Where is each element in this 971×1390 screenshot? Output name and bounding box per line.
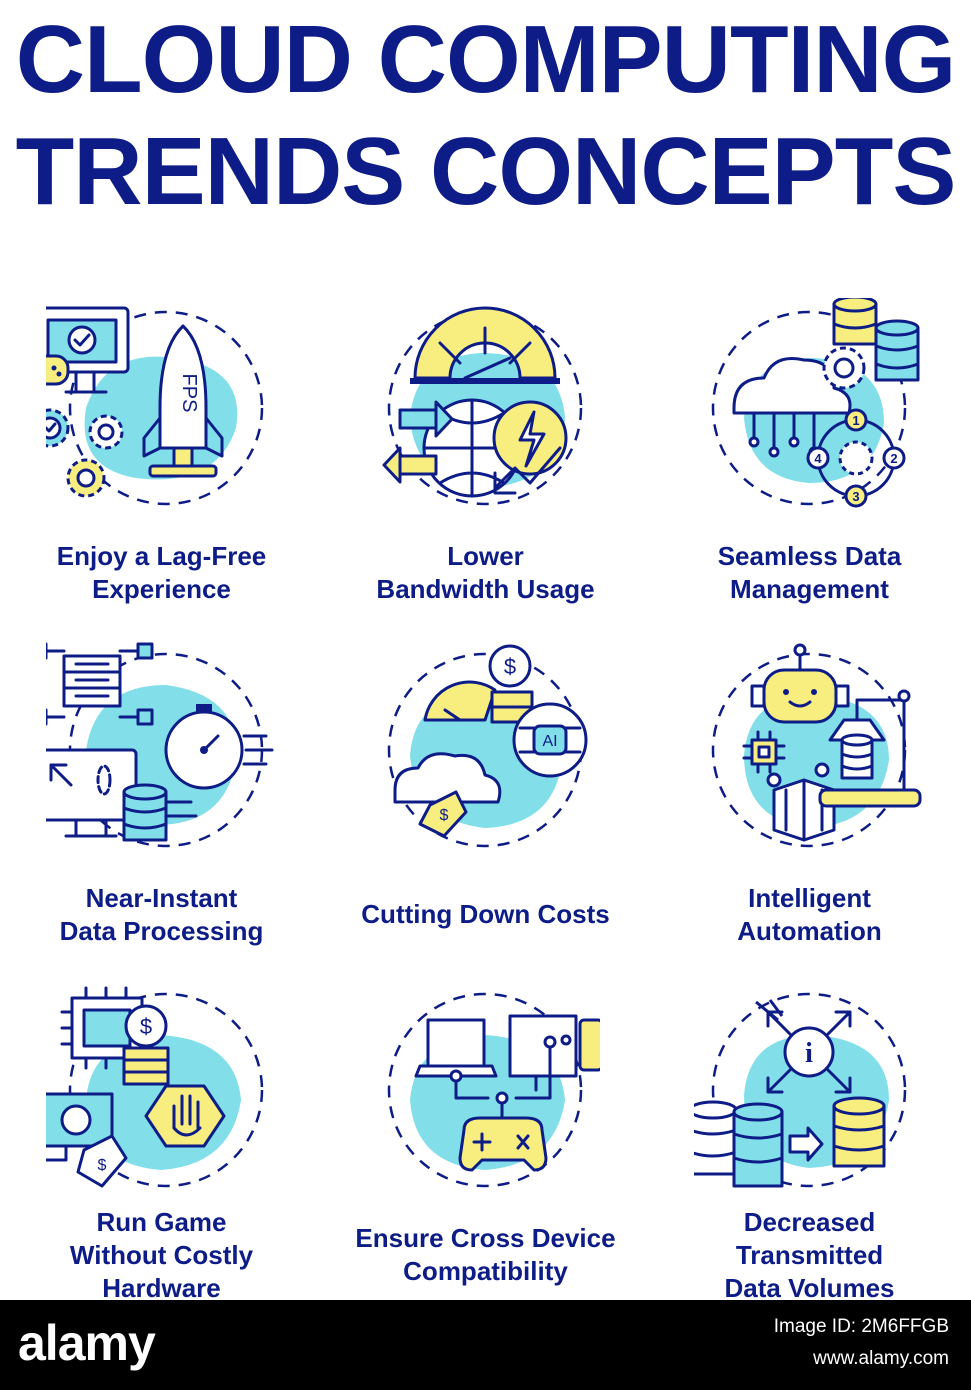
- data-volume-icon: i: [694, 992, 907, 1188]
- caption-line: Experience: [92, 574, 231, 604]
- concept-game-hardware: $ $ Run Game Without Costly Hardware: [0, 980, 323, 1303]
- caption-line: Data Volumes: [724, 1273, 895, 1303]
- concept-caption: Ensure Cross Device Compatibility: [324, 1222, 647, 1288]
- caption-line: Without Costly: [69, 1240, 254, 1270]
- coin-label: $: [140, 1014, 152, 1039]
- data-processing-icon: [46, 642, 274, 848]
- caption-line: Lower: [447, 541, 524, 571]
- rocket-label: FPS: [178, 374, 200, 413]
- concept-caption: Enjoy a Lag-Free Experience: [0, 540, 323, 606]
- caption-line: Decreased: [743, 1207, 876, 1237]
- ai-chip-label: AI: [542, 733, 557, 750]
- caption-line: Hardware: [102, 1273, 221, 1303]
- caption-line: Near-Instant: [85, 883, 238, 913]
- bandwidth-gauge-icon: [382, 306, 583, 506]
- cost-cutting-icon: $ AI $: [387, 644, 588, 848]
- brand-logo: alamy: [18, 1315, 156, 1371]
- concept-automation: Intelligent Automation: [648, 640, 971, 950]
- price-tag-label: $: [98, 1157, 107, 1174]
- caption-line: Enjoy a Lag-Free: [56, 541, 267, 571]
- price-tag-label: $: [440, 807, 449, 824]
- coin-label: $: [504, 654, 516, 679]
- info-label: i: [805, 1038, 813, 1069]
- caption-line: Compatibility: [403, 1256, 568, 1286]
- concept-data-management: 1 2 3 4 Seamless Data Management: [648, 298, 971, 608]
- concept-caption: Intelligent Automation: [648, 882, 971, 948]
- lag-free-gaming-icon: FPS: [46, 306, 264, 506]
- title-line-1: CLOUD COMPUTING: [15, 6, 957, 113]
- concept-data-volume: i Decreased Transmitted Data Volumes: [648, 980, 971, 1303]
- page-title: CLOUD COMPUTING TRENDS CONCEPTS: [0, 0, 971, 228]
- caption-line: Intelligent: [748, 883, 871, 913]
- caption-line: Run Game: [96, 1207, 227, 1237]
- step-label: 3: [852, 489, 859, 504]
- concept-caption: Cutting Down Costs: [324, 898, 647, 931]
- caption-line: Data Processing: [59, 916, 264, 946]
- concept-caption: Decreased Transmitted Data Volumes: [648, 1206, 971, 1305]
- caption-line: Automation: [737, 916, 882, 946]
- concept-cutting-costs: $ AI $ Cutting Down Costs: [324, 640, 647, 950]
- caption-line: Transmitted: [735, 1240, 884, 1270]
- step-label: 4: [814, 451, 822, 466]
- stock-url: www.alamy.com: [813, 1348, 949, 1369]
- data-management-icon: 1 2 3 4: [711, 298, 920, 508]
- title-line-2: TRENDS CONCEPTS: [15, 118, 957, 225]
- concept-bandwidth: Lower Bandwidth Usage: [324, 298, 647, 608]
- concept-data-processing: Near-Instant Data Processing: [0, 640, 323, 950]
- concept-lag-free: FPS Enjoy a Lag-Free Experience: [0, 298, 323, 608]
- concept-caption: Run Game Without Costly Hardware: [0, 1206, 323, 1305]
- concept-caption: Seamless Data Management: [648, 540, 971, 606]
- caption-line: Bandwidth Usage: [376, 574, 595, 604]
- concept-caption: Near-Instant Data Processing: [0, 882, 323, 948]
- caption-line: Management: [730, 574, 889, 604]
- caption-line: Seamless Data: [717, 541, 902, 571]
- cross-device-icon: [387, 992, 600, 1188]
- stock-image-id: Image ID: 2M6FFGB: [773, 1316, 949, 1337]
- concept-caption: Lower Bandwidth Usage: [324, 540, 647, 606]
- step-label: 1: [852, 413, 859, 428]
- game-hardware-icon: $ $: [46, 986, 264, 1188]
- stock-footer: alamy Image ID: 2M6FFGB www.alamy.com: [0, 1300, 971, 1390]
- robot-automation-icon: [711, 643, 922, 848]
- caption-line: Ensure Cross Device: [355, 1223, 616, 1253]
- step-label: 2: [890, 451, 897, 466]
- concept-cross-device: Ensure Cross Device Compatibility: [324, 980, 647, 1300]
- caption-line: Cutting Down Costs: [361, 899, 610, 929]
